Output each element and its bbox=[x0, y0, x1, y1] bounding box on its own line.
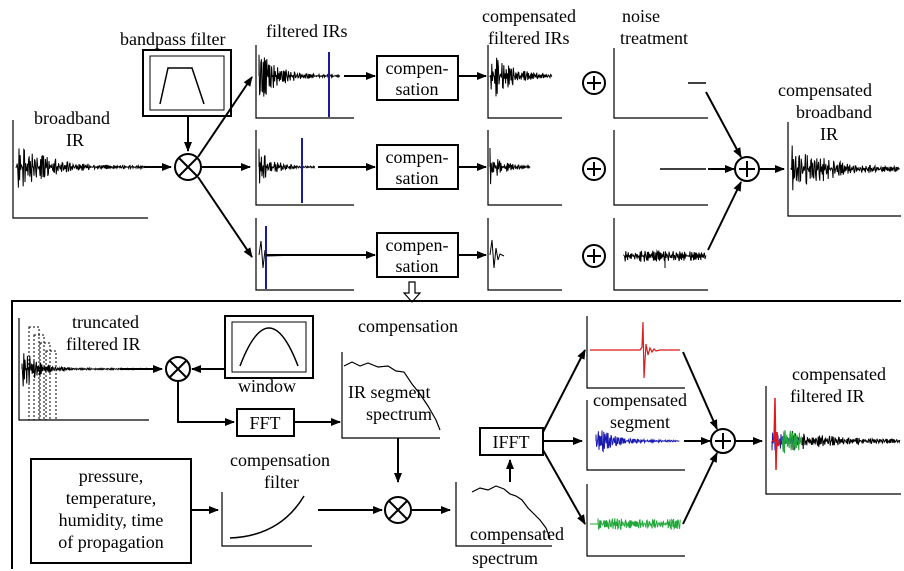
noise-plot-3 bbox=[613, 218, 708, 291]
svg-text:sation: sation bbox=[396, 79, 439, 99]
multiply-node-window bbox=[165, 356, 191, 382]
arrow-to-sum-1 bbox=[705, 91, 742, 158]
filtered-ir-plot-1 bbox=[255, 45, 354, 119]
env-params-box: pressure, temperature, humidity, time of… bbox=[30, 458, 192, 564]
segment-plot-red bbox=[586, 316, 685, 389]
plus-node-3 bbox=[582, 244, 606, 268]
compensation-box-3: compen- sation bbox=[376, 232, 459, 278]
svg-text:of propagation: of propagation bbox=[58, 532, 163, 552]
broadband-ir-plot bbox=[12, 120, 148, 219]
arrow-segment-to-sum-1 bbox=[682, 351, 718, 430]
compensated-ir-plot-3 bbox=[487, 218, 562, 291]
arrow-branch-1 bbox=[197, 76, 253, 158]
multiply-node-top bbox=[174, 153, 202, 181]
bandpass-filter-inner-frame bbox=[149, 55, 225, 111]
svg-text:sation: sation bbox=[396, 256, 439, 276]
noise-plot-1 bbox=[613, 48, 708, 119]
noise-plot-2 bbox=[613, 130, 708, 206]
compensation-box-2: compen- sation bbox=[376, 144, 459, 190]
svg-text:sation: sation bbox=[396, 168, 439, 188]
window-box bbox=[224, 315, 314, 379]
segment-plot-blue bbox=[586, 400, 685, 471]
compensated-broadband-ir-label-3: IR bbox=[820, 124, 838, 144]
ir-segment-spectrum-label-2: spectrum bbox=[366, 404, 432, 424]
compensated-ir-plot-1 bbox=[487, 45, 562, 119]
window-label: window bbox=[238, 376, 296, 396]
compensated-filtered-ir-plot bbox=[765, 386, 901, 495]
svg-text:compen-: compen- bbox=[386, 147, 449, 167]
bandpass-filter-shape bbox=[159, 67, 205, 105]
noise-treatment-label-2: treatment bbox=[620, 28, 688, 48]
bandpass-filter-box bbox=[142, 49, 232, 117]
filtered-irs-label: filtered IRs bbox=[266, 21, 347, 41]
bandpass-filter-label: bandpass filter bbox=[120, 29, 225, 49]
detail-frame bbox=[11, 300, 901, 569]
expand-arrow bbox=[402, 281, 422, 303]
svg-text:temperature,: temperature, bbox=[66, 488, 156, 508]
svg-text:compen-: compen- bbox=[386, 58, 449, 78]
truncated-filtered-ir-label-1: truncated bbox=[72, 312, 139, 332]
compensated-filtered-irs-label-1: compensated bbox=[482, 6, 576, 26]
compensated-spectrum-label-1: compensated bbox=[470, 524, 564, 544]
compensated-ir-plot-2 bbox=[487, 130, 562, 206]
compensated-segment-label-1: compensated bbox=[593, 390, 687, 410]
compensation-filter-label-2: filter bbox=[264, 472, 299, 492]
filtered-ir-plot-2 bbox=[255, 130, 354, 206]
arrow-branch-3 bbox=[197, 176, 253, 258]
compensated-filtered-irs-label-2: filtered IRs bbox=[488, 28, 569, 48]
arrow-multiply-to-fft bbox=[177, 381, 235, 426]
arrow-to-sum-3 bbox=[707, 181, 742, 251]
compensated-broadband-ir-label-2: broadband bbox=[796, 102, 872, 122]
ir-segment-spectrum-plot bbox=[341, 352, 441, 439]
arrow-ifft-branch-3 bbox=[542, 449, 586, 525]
compensation-filter-plot bbox=[221, 492, 312, 547]
svg-text:pressure,: pressure, bbox=[79, 466, 143, 486]
compensation-box-1: compen- sation bbox=[376, 55, 459, 101]
segment-plot-green bbox=[586, 484, 685, 557]
svg-text:humidity, time: humidity, time bbox=[59, 510, 164, 530]
plus-node-2 bbox=[582, 157, 606, 181]
compensated-broadband-ir-plot bbox=[787, 122, 901, 217]
multiply-node-spectrum bbox=[384, 496, 412, 524]
plus-node-1 bbox=[582, 71, 606, 95]
sum-node-top bbox=[734, 156, 760, 182]
compensated-filtered-ir-label-2: filtered IR bbox=[790, 386, 864, 406]
compensated-broadband-ir-label-1: compensated bbox=[778, 80, 872, 100]
broadband-ir-label-1: broadband bbox=[34, 108, 110, 128]
svg-text:compen-: compen- bbox=[386, 235, 449, 255]
arrow-ifft-branch-1 bbox=[542, 349, 586, 433]
noise-treatment-label-1: noise bbox=[622, 6, 660, 26]
truncated-ir-plot bbox=[18, 318, 149, 421]
ifft-box: IFFT bbox=[479, 427, 544, 456]
broadband-ir-label-2: IR bbox=[66, 130, 84, 150]
compensated-segment-label-2: segment bbox=[610, 412, 670, 432]
svg-text:FFT: FFT bbox=[249, 413, 280, 433]
compensated-spectrum-label-2: spectrum bbox=[472, 548, 538, 568]
compensated-filtered-ir-label-1: compensated bbox=[792, 364, 886, 384]
compensation-filter-label-1: compensation bbox=[230, 450, 330, 470]
svg-text:IFFT: IFFT bbox=[492, 432, 529, 452]
ir-segment-spectrum-label-1: IR segment bbox=[348, 382, 431, 402]
arrow-segment-to-sum-3 bbox=[682, 452, 718, 525]
compensated-spectrum-plot bbox=[455, 482, 552, 547]
truncated-filtered-ir-label-2: filtered IR bbox=[66, 334, 140, 354]
fft-box: FFT bbox=[236, 408, 295, 437]
sum-node-bottom bbox=[710, 428, 736, 454]
compensation-title: compensation bbox=[358, 316, 458, 336]
